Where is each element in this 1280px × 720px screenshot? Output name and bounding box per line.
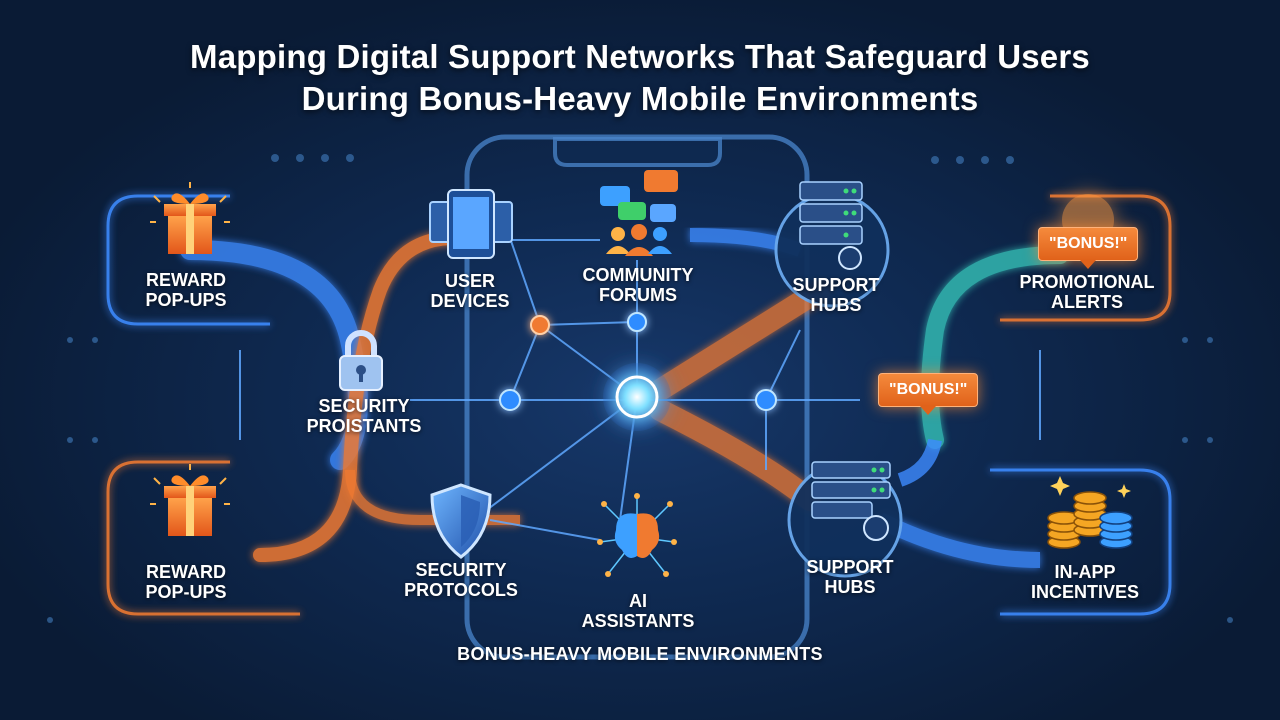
label-line: COMMUNITY	[582, 265, 694, 285]
node-blue-top	[627, 312, 647, 332]
title-line-1: Mapping Digital Support Networks That Sa…	[190, 38, 1090, 75]
label-line: FORUMS	[599, 285, 677, 305]
orange-diagonal-up	[649, 279, 831, 401]
label-line: POP-UPS	[145, 290, 227, 310]
orange-flow-lower	[345, 469, 520, 525]
reward-top-frame	[106, 194, 270, 326]
label-ai-assistants: AI ASSISTANTS	[578, 591, 698, 631]
blue-flow-right-join	[897, 438, 942, 487]
label-line: SUPPORT	[792, 275, 880, 295]
label-line: REWARD	[146, 562, 226, 582]
label-security-protocols: SECURITY PROTOCOLS	[396, 560, 526, 600]
label-community-forums: COMMUNITY FORUMS	[568, 265, 708, 305]
node-blue-right	[755, 389, 777, 411]
orange-diagonal-down	[649, 399, 821, 511]
central-hub-ring	[615, 375, 659, 419]
label-line: SECURITY	[415, 560, 507, 580]
label-line: PROMOTIONAL	[1019, 272, 1155, 292]
label-line: REWARD	[146, 270, 226, 290]
label-user-devices: USER DEVICES	[410, 271, 530, 311]
node-orange	[530, 315, 550, 335]
bonus-badge-promo: "BONUS!"	[1038, 227, 1139, 269]
gift-icon	[150, 464, 230, 536]
label-line: PROTOCOLS	[404, 580, 518, 600]
chat-icon	[600, 170, 678, 256]
footer-caption: BONUS-HEAVY MOBILE ENVIRONMENTS	[457, 644, 823, 664]
label-line: USER	[444, 271, 495, 291]
bonus-badge-mid: "BONUS!"	[878, 373, 979, 415]
blue-flow-right-bottom	[876, 512, 1041, 568]
coins-icon	[1047, 476, 1133, 549]
label-line: IN-APP	[1054, 562, 1116, 582]
server-icon	[799, 181, 863, 270]
label-line: AI	[629, 591, 647, 611]
label-line: DEVICES	[430, 291, 510, 311]
label-reward-popups-bottom: REWARD POP-UPS	[126, 562, 246, 602]
devices-icon	[429, 189, 513, 259]
reward-bottom-frame	[106, 460, 300, 616]
incentives-frame	[990, 468, 1172, 616]
label-support-hubs-bottom: SUPPORT HUBS	[800, 557, 900, 597]
lock-icon	[339, 330, 383, 391]
title-line-2: During Bonus-Heavy Mobile Environments	[301, 80, 979, 117]
label-support-hubs-top: SUPPORT HUBS	[786, 275, 886, 315]
shield-icon	[430, 483, 492, 559]
label-line: POP-UPS	[145, 582, 227, 602]
label-line: ASSISTANTS	[581, 611, 695, 631]
label-promotional-alerts: PROMOTIONAL ALERTS	[1010, 272, 1164, 312]
node-blue-left	[499, 389, 521, 411]
label-security-proistants: SECURITY PROISTANTS	[300, 396, 428, 436]
label-line: HUBS	[810, 295, 862, 315]
label-line: PROISTANTS	[306, 416, 422, 436]
background-dots	[47, 154, 1233, 623]
server-icon	[811, 461, 891, 541]
label-line: SUPPORT	[806, 557, 894, 577]
phone-notch	[553, 137, 722, 167]
central-hub	[603, 363, 671, 431]
label-reward-popups-top: REWARD POP-UPS	[126, 270, 246, 310]
label-line: ALERTS	[1051, 292, 1123, 312]
ai-brain-icon	[597, 493, 677, 577]
gift-icon	[150, 182, 230, 254]
label-line: SECURITY	[318, 396, 410, 416]
label-line: HUBS	[824, 577, 876, 597]
promo-frame	[1000, 194, 1172, 322]
label-line: INCENTIVES	[1030, 582, 1140, 602]
label-in-app-incentives: IN-APP INCENTIVES	[1020, 562, 1150, 602]
